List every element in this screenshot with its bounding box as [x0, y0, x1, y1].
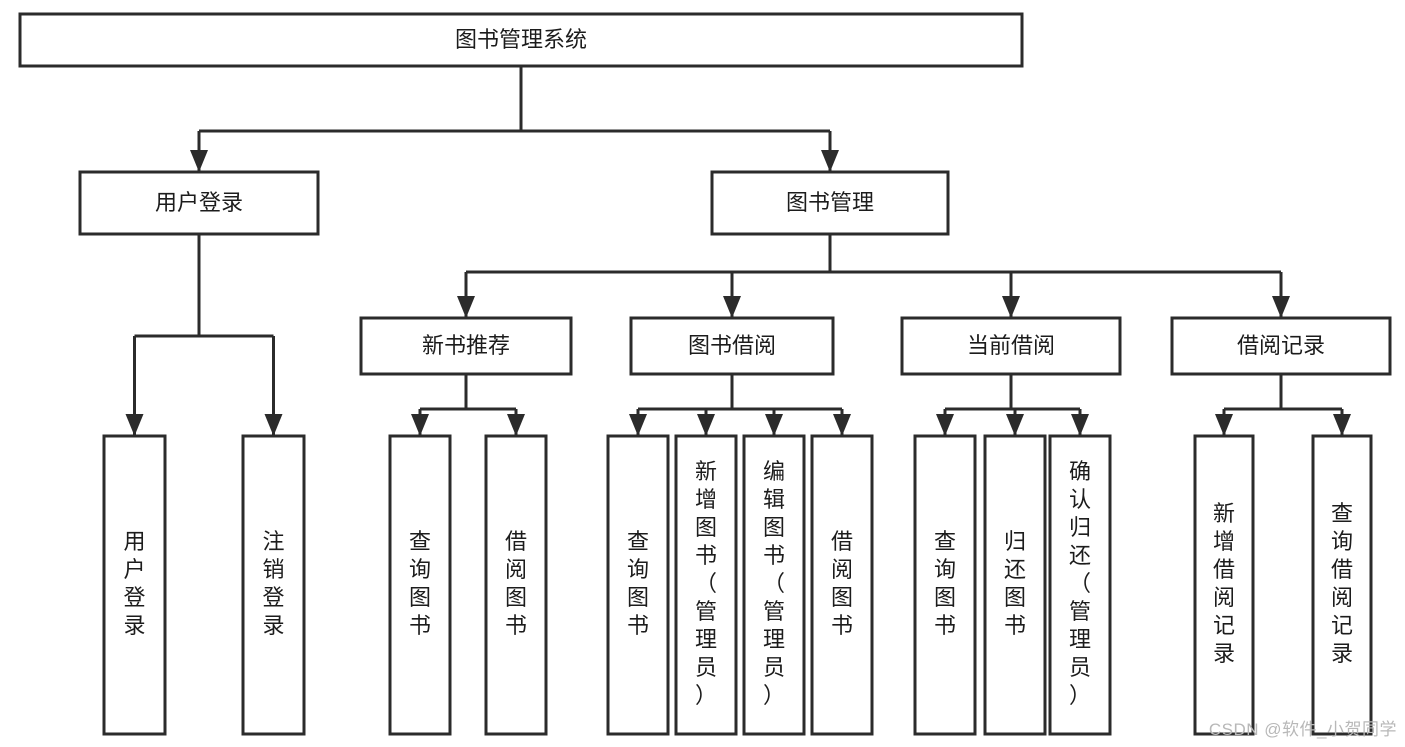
node-label-leaf-logout: 注销登录 — [262, 529, 284, 638]
node-label-leaf-borrow-book-2: 借阅图书 — [831, 529, 853, 638]
node-box-leaf-confirm-return[interactable] — [1048, 434, 1112, 736]
node-leaf-confirm-return[interactable]: 确认归还（管理员） — [1048, 434, 1112, 736]
arrow-head-icon — [457, 296, 475, 318]
node-leaf-return-book[interactable]: 归还图书 — [983, 434, 1047, 736]
node-leaf-add-book[interactable]: 新增图书（管理员） — [674, 434, 738, 736]
arrow-head-icon — [723, 296, 741, 318]
node-label-leaf-add-record: 新增借阅记录 — [1213, 501, 1235, 666]
node-label-leaf-query-book-1: 查询图书 — [409, 529, 431, 638]
node-box-leaf-query-record[interactable] — [1311, 434, 1373, 736]
node-leaf-borrow-book-2[interactable]: 借阅图书 — [810, 434, 874, 736]
node-box-root[interactable] — [18, 12, 1024, 68]
arrow-head-icon — [936, 414, 954, 436]
node-root[interactable]: 图书管理系统 — [18, 12, 1024, 68]
connector-layer — [125, 66, 1351, 436]
node-label-borrow-record: 借阅记录 — [1237, 333, 1325, 358]
node-book-borrow[interactable]: 图书借阅 — [629, 316, 835, 376]
arrow-head-icon — [190, 150, 208, 172]
node-box-user-login[interactable] — [78, 170, 320, 236]
arrow-head-icon — [765, 414, 783, 436]
node-box-book-borrow[interactable] — [629, 316, 835, 376]
node-label-root: 图书管理系统 — [455, 27, 587, 52]
node-leaf-query-book-1[interactable]: 查询图书 — [388, 434, 452, 736]
node-box-leaf-logout[interactable] — [241, 434, 306, 736]
node-leaf-query-book-3[interactable]: 查询图书 — [913, 434, 977, 736]
node-label-leaf-query-record: 查询借阅记录 — [1331, 501, 1353, 666]
node-book-manage[interactable]: 图书管理 — [710, 170, 950, 236]
node-label-leaf-query-book-2: 查询图书 — [627, 529, 649, 638]
arrow-head-icon — [507, 414, 525, 436]
node-label-new-book-rec: 新书推荐 — [422, 333, 510, 358]
node-box-book-manage[interactable] — [710, 170, 950, 236]
node-leaf-query-record[interactable]: 查询借阅记录 — [1311, 434, 1373, 736]
node-label-leaf-borrow-book-1: 借阅图书 — [505, 529, 527, 638]
arrow-head-icon — [821, 150, 839, 172]
node-layer: 图书管理系统用户登录图书管理新书推荐图书借阅当前借阅借阅记录用户登录注销登录查询… — [18, 12, 1392, 736]
arrow-head-icon — [1071, 414, 1089, 436]
node-label-current-borrow: 当前借阅 — [967, 333, 1055, 358]
arrow-head-icon — [1002, 296, 1020, 318]
node-box-leaf-borrow-book-1[interactable] — [484, 434, 548, 736]
arrow-head-icon — [1333, 414, 1351, 436]
node-box-leaf-user-login[interactable] — [102, 434, 167, 736]
node-box-leaf-query-book-3[interactable] — [913, 434, 977, 736]
node-leaf-query-book-2[interactable]: 查询图书 — [606, 434, 670, 736]
node-label-leaf-query-book-3: 查询图书 — [934, 529, 956, 638]
arrow-head-icon — [411, 414, 429, 436]
node-leaf-edit-book[interactable]: 编辑图书（管理员） — [742, 434, 806, 736]
arrow-head-icon — [264, 414, 283, 436]
node-borrow-record[interactable]: 借阅记录 — [1170, 316, 1392, 376]
node-new-book-rec[interactable]: 新书推荐 — [359, 316, 573, 376]
node-label-book-manage: 图书管理 — [786, 190, 874, 215]
node-leaf-borrow-book-1[interactable]: 借阅图书 — [484, 434, 548, 736]
node-box-leaf-add-record[interactable] — [1193, 434, 1255, 736]
arrow-head-icon — [833, 414, 851, 436]
node-box-leaf-query-book-1[interactable] — [388, 434, 452, 736]
node-leaf-logout[interactable]: 注销登录 — [241, 434, 306, 736]
arrow-head-icon — [1272, 296, 1290, 318]
node-current-borrow[interactable]: 当前借阅 — [900, 316, 1122, 376]
node-label-leaf-add-book: 新增图书（管理员） — [695, 459, 717, 708]
node-box-borrow-record[interactable] — [1170, 316, 1392, 376]
node-label-leaf-user-login: 用户登录 — [123, 529, 145, 638]
node-box-leaf-borrow-book-2[interactable] — [810, 434, 874, 736]
node-label-leaf-edit-book: 编辑图书（管理员） — [763, 459, 785, 708]
arrow-head-icon — [629, 414, 647, 436]
arrow-head-icon — [125, 414, 144, 436]
node-leaf-user-login[interactable]: 用户登录 — [102, 434, 167, 736]
arrow-head-icon — [697, 414, 715, 436]
node-user-login[interactable]: 用户登录 — [78, 170, 320, 236]
node-box-leaf-return-book[interactable] — [983, 434, 1047, 736]
node-label-leaf-confirm-return: 确认归还（管理员） — [1069, 459, 1091, 708]
node-box-leaf-add-book[interactable] — [674, 434, 738, 736]
node-label-leaf-return-book: 归还图书 — [1004, 529, 1026, 638]
node-label-user-login: 用户登录 — [155, 190, 243, 215]
node-box-leaf-query-book-2[interactable] — [606, 434, 670, 736]
node-box-leaf-edit-book[interactable] — [742, 434, 806, 736]
arrow-head-icon — [1215, 414, 1233, 436]
node-box-new-book-rec[interactable] — [359, 316, 573, 376]
arrow-head-icon — [1006, 414, 1024, 436]
node-box-current-borrow[interactable] — [900, 316, 1122, 376]
node-label-book-borrow: 图书借阅 — [688, 333, 776, 358]
node-leaf-add-record[interactable]: 新增借阅记录 — [1193, 434, 1255, 736]
